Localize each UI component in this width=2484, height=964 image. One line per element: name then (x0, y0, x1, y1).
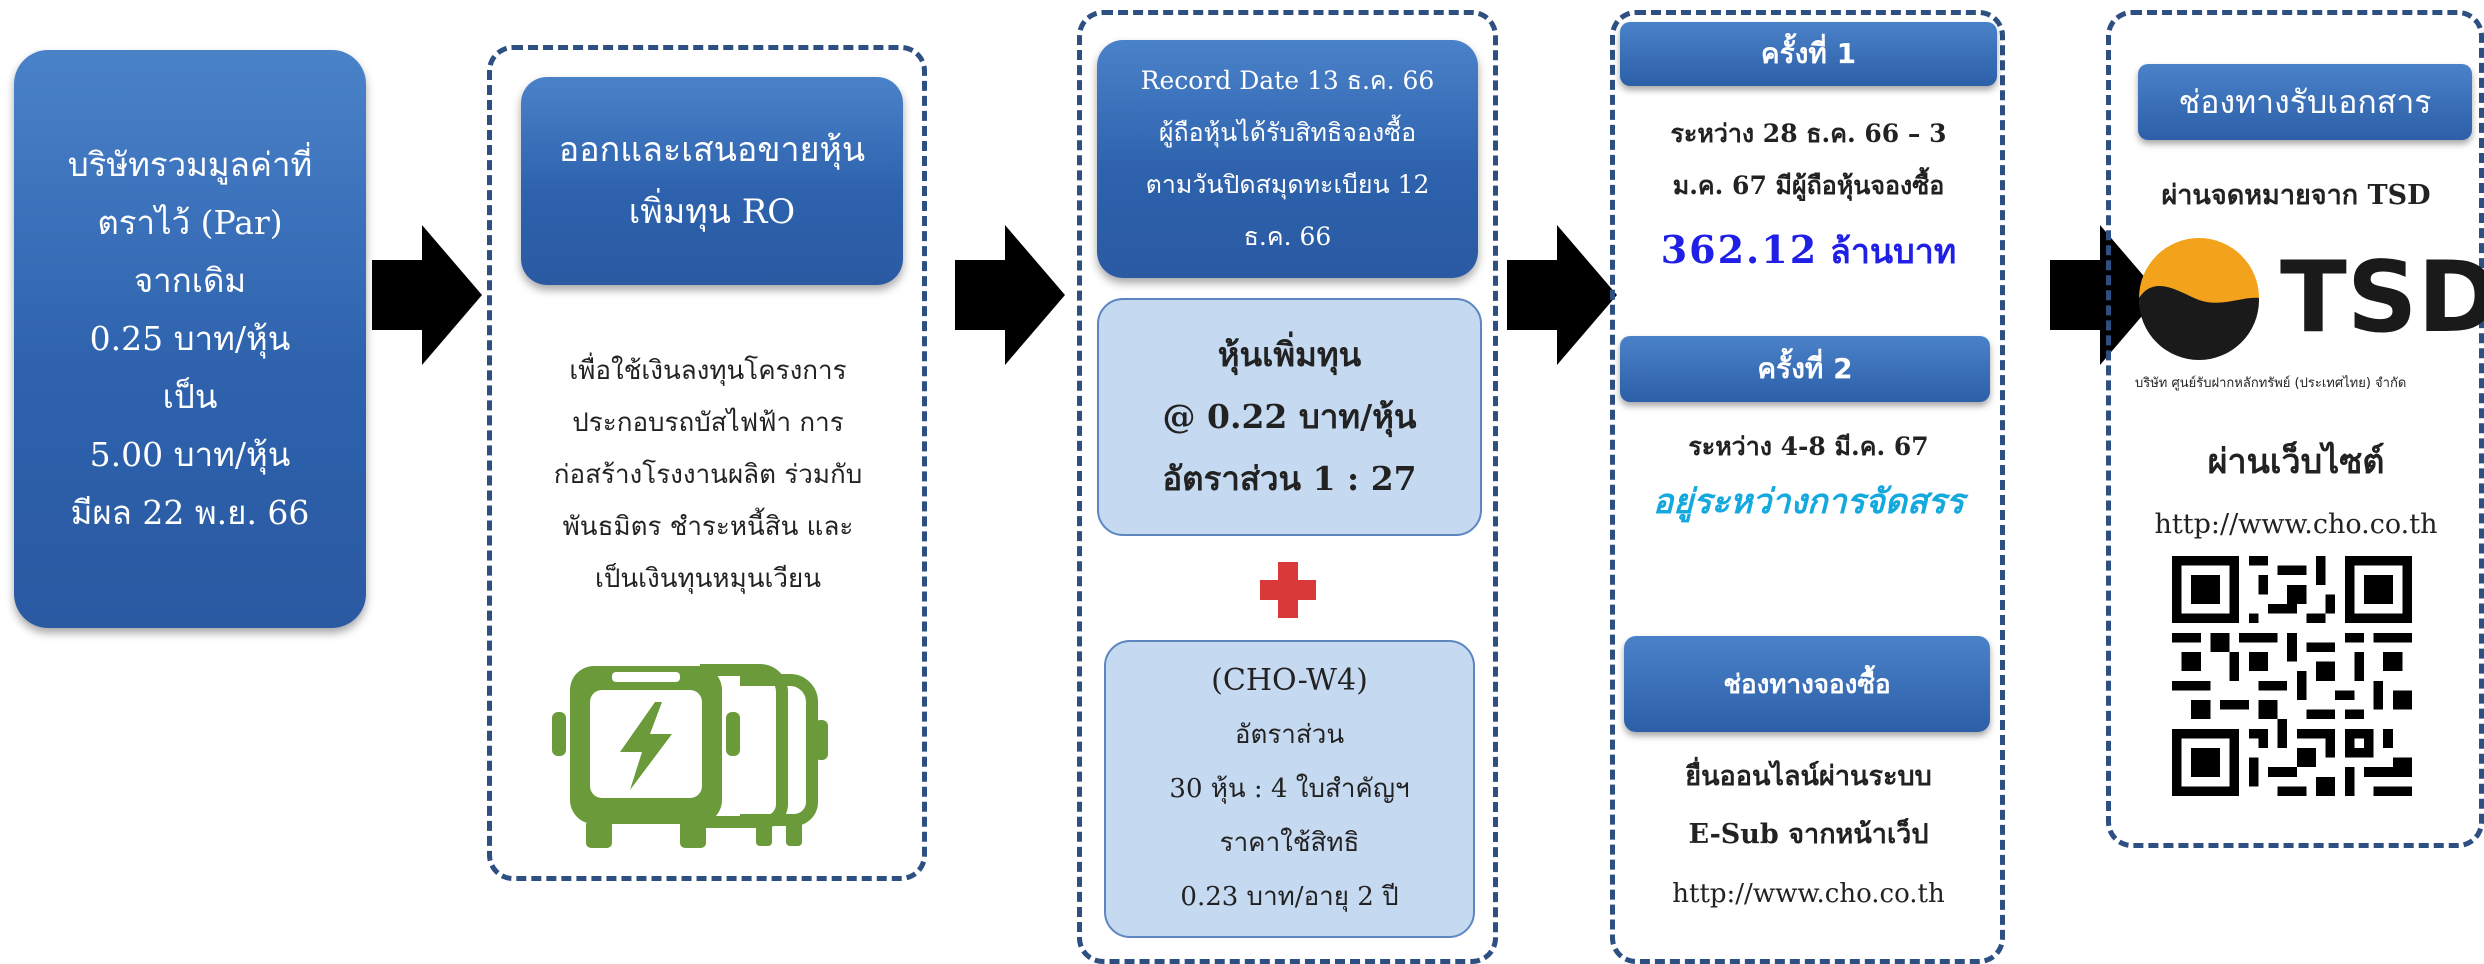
purpose-line-1: เพื่อใช้เงินลงทุนโครงการ (569, 356, 847, 386)
round-1-amount-unit: ล้านบาท (1830, 232, 1957, 272)
par-line-6: 5.00 บาท/หุ้น (89, 435, 291, 474)
round-2-title: ครั้งที่ 2 (1757, 352, 1853, 385)
mail-channel-text: ผ่านจดหมายจาก TSD (2161, 180, 2431, 211)
tsd-logo-text: TSD (2280, 241, 2484, 355)
round-2-status: อยู่ระหว่างการจัดสรร (1652, 482, 1965, 522)
warrant-line-5: 0.23 บาท/อายุ 2 ปี (1180, 882, 1399, 912)
tsd-caption: บริษัท ศูนย์รับฝากหลักทรัพย์ (ประเทศไทย)… (2135, 376, 2407, 391)
record-line-1: Record Date 13 ธ.ค. 66 (1140, 66, 1435, 95)
tsd-logo (2139, 238, 2259, 360)
subscription-channel-title: ช่องทางจองซื้อ (1723, 669, 1891, 700)
channel-line-1: ยื่นออนไลน์ผ่านระบบ (1685, 761, 1932, 792)
par-value-box: บริษัทรวมมูลค่าที่ ตราไว้ (Par) จากเดิม … (14, 50, 366, 628)
right-arrow-icon (1507, 225, 1617, 365)
par-line-5: เป็น (162, 377, 218, 416)
round-1-amount: 362.12 ล้านบาท (1620, 222, 1997, 280)
round-1-amount-number: 362.12 (1660, 227, 1819, 272)
round-1-text: ระหว่าง 28 ธ.ค. 66 – 3 ม.ค. 67 มีผู้ถือห… (1620, 108, 1997, 212)
right-arrow-icon (372, 225, 482, 365)
website-title: ผ่านเว็บไซต์ (2207, 442, 2385, 482)
round-2-header: ครั้งที่ 2 (1620, 336, 1990, 402)
record-line-4: ธ.ค. 66 (1243, 222, 1332, 251)
right-arrow-icon (2050, 225, 2160, 365)
purpose-line-4: พันธมิตร ชำระหนี้สิน และ (562, 512, 854, 542)
document-channel-header: ช่องทางรับเอกสาร (2138, 64, 2472, 140)
record-date-box: Record Date 13 ธ.ค. 66 ผู้ถือหุ้นได้รับส… (1097, 40, 1478, 278)
warrant-line-3: 30 หุ้น : 4 ใบสำคัญฯ (1169, 774, 1410, 804)
subscription-panel (1610, 10, 2005, 964)
plus-icon (1260, 562, 1316, 618)
subscription-url-link[interactable]: http://www.cho.co.th (1672, 879, 1945, 909)
rights-panel (1077, 10, 1498, 964)
purpose-line-2: ประกอบรถบัสไฟฟ้า การ (572, 408, 844, 438)
par-line-7: มีผล 22 พ.ย. 66 (70, 493, 310, 532)
round-1-line-1: ระหว่าง 28 ธ.ค. 66 – 3 (1670, 119, 1947, 148)
warrant-box: (CHO-W4) อัตราส่วน 30 หุ้น : 4 ใบสำคัญฯ … (1104, 640, 1475, 938)
par-line-4: 0.25 บาท/หุ้น (89, 319, 291, 358)
channel-line-2: E-Sub จากหน้าเว็ป (1688, 819, 1929, 850)
round-1-line-2: ม.ค. 67 มีผู้ถือหุ้นจองซื้อ (1672, 171, 1945, 200)
subscription-channel-text: ยื่นออนไลน์ผ่านระบบ E-Sub จากหน้าเว็ป (1620, 748, 1997, 864)
website-url-link[interactable]: http://www.cho.co.th (2154, 509, 2438, 540)
record-line-2: ผู้ถือหุ้นได้รับสิทธิจองซื้อ (1158, 118, 1417, 147)
subscription-channel-header: ช่องทางจองซื้อ (1624, 636, 1990, 732)
new-shares-box: หุ้นเพิ่มทุน @ 0.22 บาท/หุ้น อัตราส่วน 1… (1097, 298, 1482, 536)
round-2-date: ระหว่าง 4-8 มี.ค. 67 (1688, 432, 1929, 461)
document-channel-panel (2106, 10, 2484, 848)
ro-offering-header: ออกและเสนอขายหุ้น เพิ่มทุน RO (521, 77, 903, 285)
shares-line-2: @ 0.22 บาท/หุ้น (1162, 397, 1417, 436)
qr-code-icon[interactable] (2172, 556, 2412, 796)
purpose-line-5: เป็นเงินทุนหมุนเวียน (595, 564, 821, 594)
warrant-line-1: (CHO-W4) (1211, 663, 1368, 698)
ro-purpose-text: เพื่อใช้เงินลงทุนโครงการ ประกอบรถบัสไฟฟ้… (502, 345, 914, 605)
ro-header-line-1: ออกและเสนอขายหุ้น (558, 130, 866, 170)
record-line-3: ตามวันปิดสมุดทะเบียน 12 (1145, 170, 1430, 199)
par-line-3: จากเดิม (133, 261, 247, 300)
warrant-line-4: ราคาใช้สิทธิ (1219, 828, 1360, 858)
electric-bus-icon (552, 664, 828, 848)
purpose-line-3: ก่อสร้างโรงงานผลิต ร่วมกับ (553, 460, 863, 490)
par-line-2: ตราไว้ (Par) (97, 203, 283, 242)
right-arrow-icon (955, 225, 1065, 365)
warrant-line-2: อัตราส่วน (1234, 720, 1345, 750)
shares-line-3: อัตราส่วน 1 : 27 (1162, 459, 1417, 498)
ro-offering-panel (487, 45, 927, 881)
round-1-header: ครั้งที่ 1 (1620, 22, 1997, 86)
round-1-title: ครั้งที่ 1 (1760, 37, 1857, 70)
document-channel-title: ช่องทางรับเอกสาร (2178, 82, 2432, 121)
ro-header-line-2: เพิ่มทุน RO (628, 192, 796, 232)
par-line-1: บริษัทรวมมูลค่าที่ (67, 145, 313, 184)
shares-line-1: หุ้นเพิ่มทุน (1217, 335, 1362, 374)
